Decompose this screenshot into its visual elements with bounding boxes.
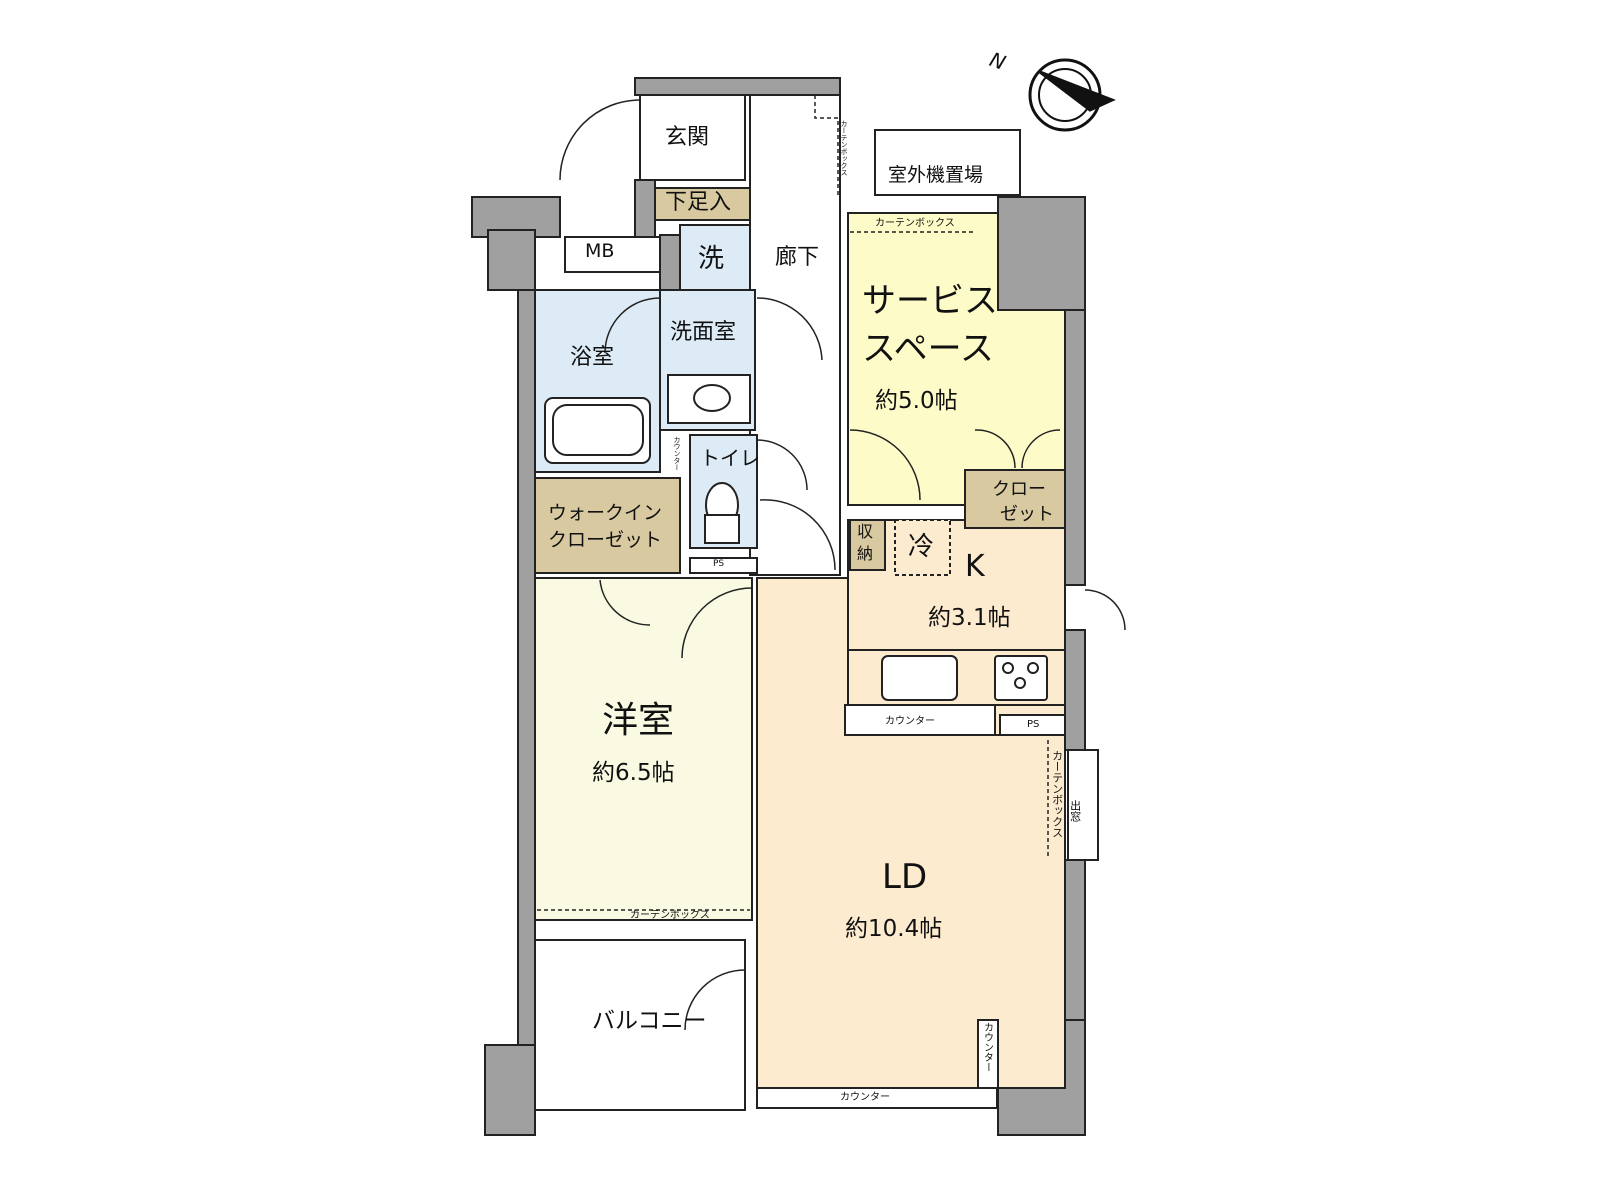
wall [634,77,841,96]
label-mb: MB [585,240,615,262]
label-toilet: トイレ [700,446,760,470]
wall [1064,629,1086,751]
label-closet-1: クロー [992,479,1046,500]
label-service-size: 約5.0帖 [875,388,958,414]
door-closet [974,429,1061,469]
door-k [1084,589,1126,631]
label-storage-2: 納 [857,544,874,563]
label-k-size: 約3.1帖 [928,605,1011,631]
room-western [534,577,753,921]
sink-icon [881,655,958,701]
room-wash [679,224,751,291]
label-counter-right: カウンター [981,1022,993,1072]
label-ps-k: PS [1027,719,1040,730]
label-service-1: サービス [862,281,998,321]
door-service [849,429,921,501]
label-curtain-box-corridor: カーテンボックス [840,120,849,176]
wall [1064,859,1086,1021]
door-washroom [604,297,661,354]
door-hall [756,297,823,361]
label-bath: 浴室 [570,345,615,370]
door-balcony [684,969,746,1031]
label-counter-toilet: カウンター [673,436,682,471]
room-mb [564,236,661,273]
door-toilet [756,439,808,491]
door-entry [559,99,641,181]
counter-right [977,1019,999,1089]
room-closet [964,469,1066,529]
wall [487,229,536,291]
label-wic-2: クローゼット [548,529,663,551]
label-wic-1: ウォークイン [548,502,663,524]
label-washroom: 洗面室 [670,320,737,345]
counter-kitchen [844,704,996,736]
label-closet-2: ゼット [1000,504,1054,525]
label-curtain-box-service: カーテンボックス [875,218,955,229]
label-ld-size: 約10.4帖 [845,916,943,942]
room-balcony [534,939,746,1111]
label-corridor: 廊下 [775,245,820,270]
door-ld [759,499,836,571]
bathtub-icon [544,397,651,464]
label-counter-bottom: カウンター [840,1092,890,1103]
label-ps-toilet: PS [713,559,725,569]
label-curtain-box-western: カーテンボックス [630,910,710,921]
room-storage [849,519,886,571]
room-genkan [639,94,746,181]
stove-icon [994,655,1048,701]
room-wic [534,477,681,574]
label-service-2: スペース [862,329,994,369]
label-fridge: 冷 [908,532,935,562]
wall [517,289,536,1046]
compass-icon [1028,58,1116,132]
fridge-space [894,519,951,576]
ps-k [999,714,1066,736]
label-k: K [965,549,985,584]
label-bay-window: 出窓 [1068,800,1082,822]
counter-bottom [756,1087,998,1109]
door-western-1 [599,579,651,626]
label-genkan: 玄関 [665,125,710,150]
label-ld: LD [882,857,928,897]
bay-window [1067,749,1099,861]
label-curtain-box-ld: カーテンボックス [1050,750,1064,838]
wall [1064,309,1086,586]
label-counter-k: カウンター [885,716,935,727]
wall [484,1044,536,1136]
label-outdoor-unit: 室外機置場 [888,164,984,186]
wall [997,196,1086,311]
room-corridor [749,94,841,576]
door-western-2 [681,587,753,659]
ps-toilet [689,557,758,574]
label-western-size: 約6.5帖 [592,760,675,786]
washbasin-icon [667,374,751,424]
label-shoe: 下足入 [665,190,732,215]
label-storage-1: 収 [857,522,874,541]
wall [659,234,681,291]
toilet-icon [704,482,740,544]
label-balcony: バルコニー [592,1008,707,1034]
wall [634,179,656,241]
label-wash: 洗 [698,244,725,274]
room-outdoor-unit [874,129,1021,196]
label-western: 洋室 [602,700,675,741]
